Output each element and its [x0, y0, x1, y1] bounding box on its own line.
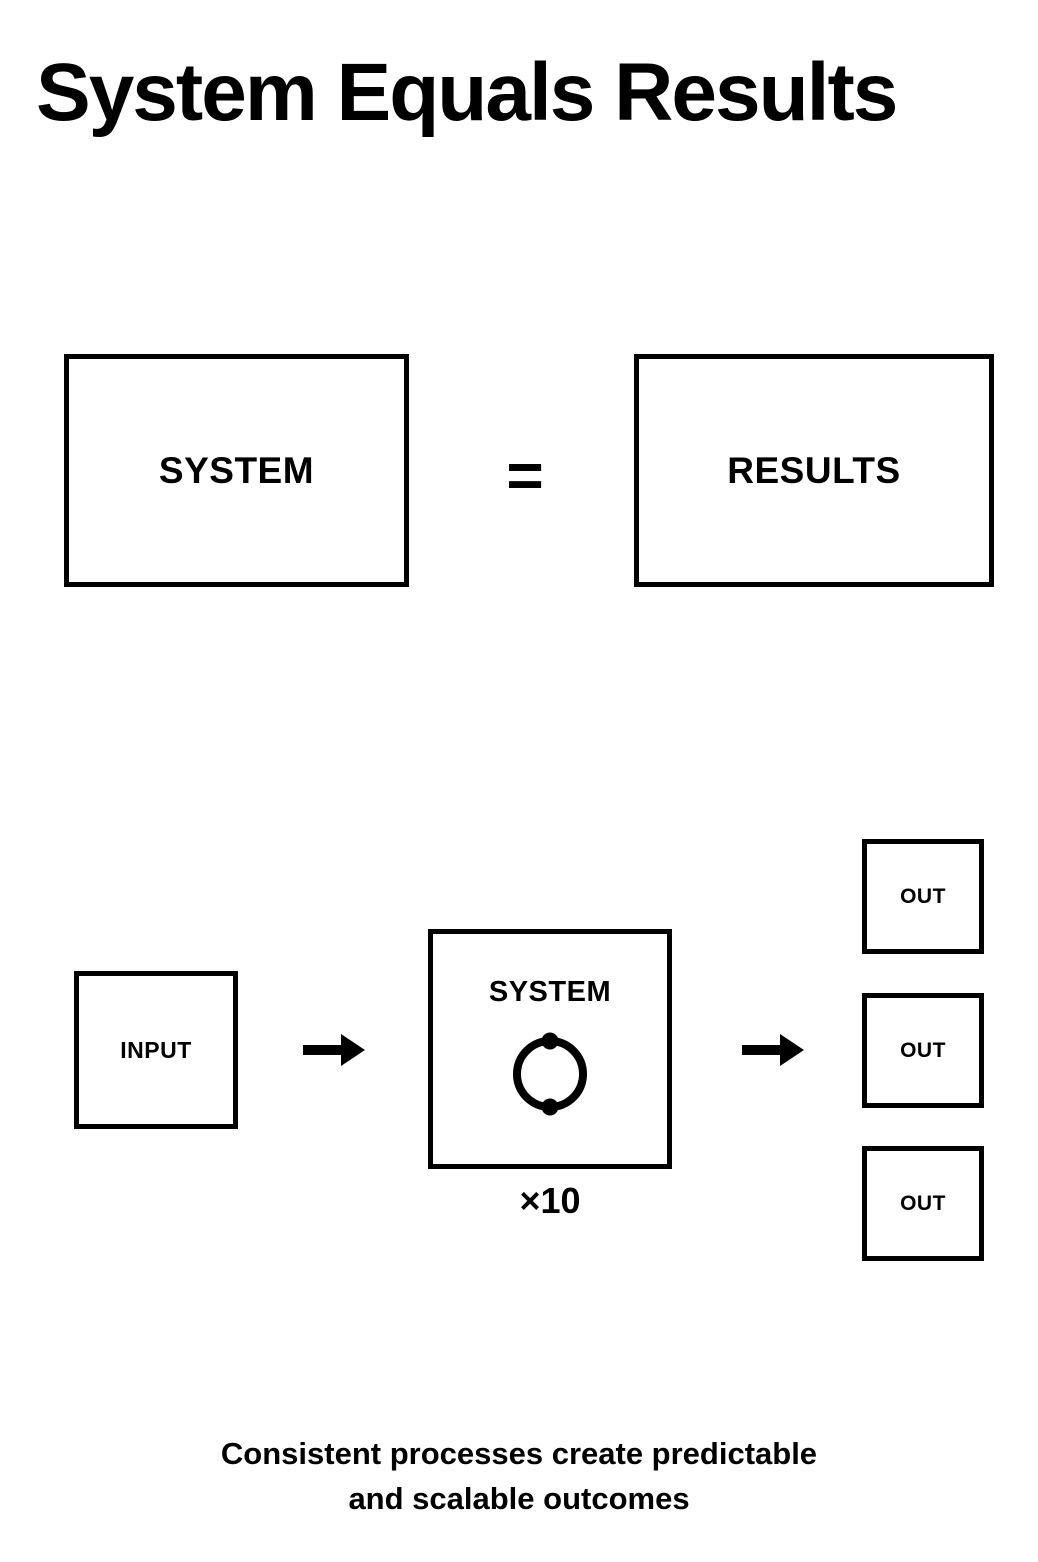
cycle-icon: [507, 1031, 593, 1117]
flow-output-box: OUT: [862, 1146, 984, 1261]
flow-output-label: OUT: [900, 884, 946, 908]
right-arrow-icon: [742, 1028, 804, 1072]
equals-sign: =: [506, 439, 544, 511]
system-multiplier-label: ×10: [519, 1180, 581, 1221]
flow-input-label: INPUT: [120, 1036, 192, 1063]
flow-output-box: OUT: [862, 993, 984, 1108]
page-title: System Equals Results: [36, 47, 898, 138]
flow-output-box: OUT: [862, 839, 984, 954]
flow-system-label: SYSTEM: [488, 976, 612, 1008]
flow-output-label: OUT: [900, 1191, 946, 1215]
equation-system-box: SYSTEM: [64, 354, 409, 587]
equation-results-box: RESULTS: [634, 354, 994, 587]
flow-output-label: OUT: [900, 1038, 946, 1062]
equation-system-label: SYSTEM: [158, 449, 315, 491]
equation-results-label: RESULTS: [727, 449, 901, 491]
caption-line-1: Consistent processes create predictable: [220, 1436, 818, 1471]
flow-system-box: SYSTEM: [428, 929, 672, 1169]
caption-line-2: and scalable outcomes: [348, 1480, 690, 1516]
flow-input-box: INPUT: [74, 971, 238, 1129]
caption: Consistent processes create predictable …: [69, 1432, 969, 1522]
right-arrow-icon: [303, 1028, 365, 1072]
